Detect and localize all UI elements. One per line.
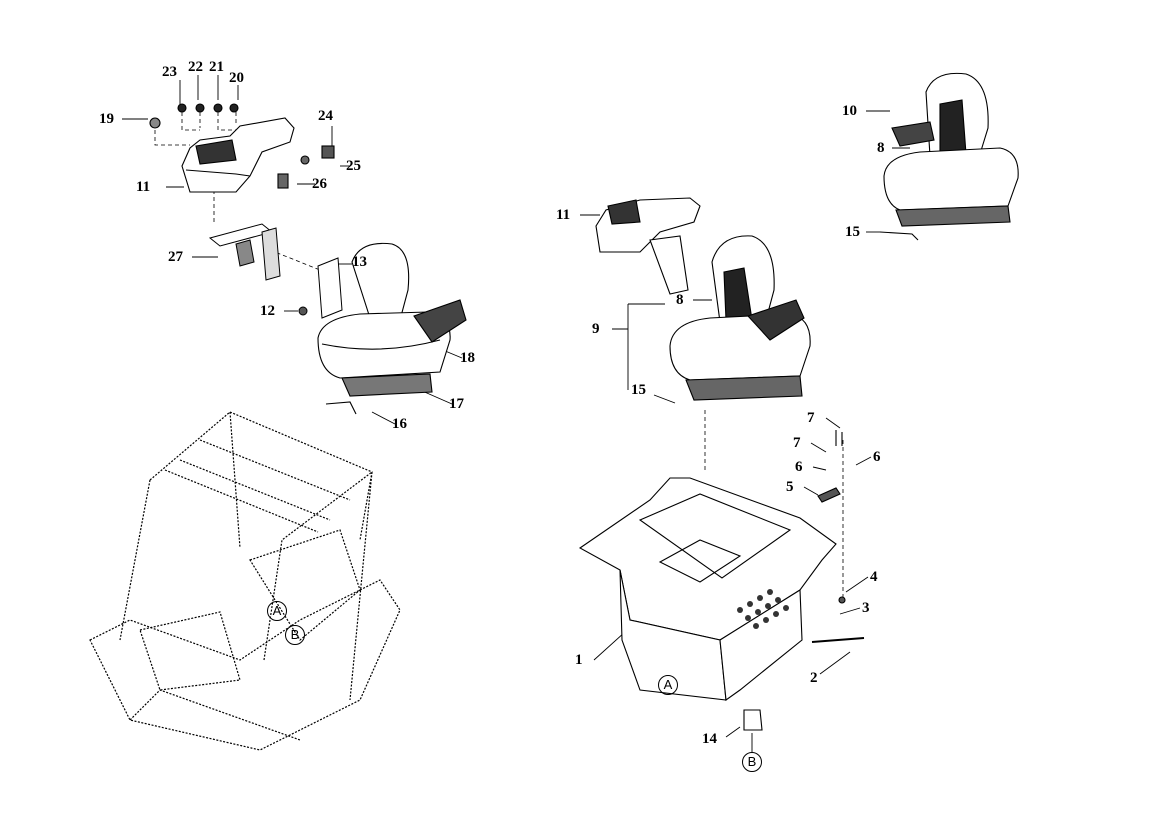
callout-11b: 11 [556, 207, 571, 223]
callout-6: 6 [795, 459, 803, 475]
reference-marker-b-cab: B [285, 625, 305, 645]
callout-2: 2 [810, 670, 818, 686]
callout-26: 26 [312, 176, 327, 192]
callout-20: 20 [229, 70, 244, 86]
callout-9: 9 [592, 321, 600, 337]
callout-22: 22 [188, 59, 203, 75]
callout-23: 23 [162, 64, 177, 80]
callout-6b: 6 [873, 449, 881, 465]
reference-marker-b: B [742, 752, 762, 772]
callout-8: 8 [676, 292, 684, 308]
armrest-console-left [149, 103, 335, 193]
callout-7b: 7 [793, 435, 801, 451]
assembly-dashed-lines [154, 112, 844, 600]
armrest-bracket [208, 223, 343, 319]
callout-3: 3 [862, 600, 870, 616]
reference-marker-a: A [658, 675, 678, 695]
callout-21: 21 [209, 59, 224, 75]
callout-25: 25 [346, 158, 361, 174]
callout-10: 10 [842, 103, 857, 119]
callout-12: 12 [260, 303, 275, 319]
callout-7: 7 [807, 410, 815, 426]
callout-24: 24 [318, 108, 333, 124]
seat-base-platform [578, 430, 865, 731]
callout-27: 27 [168, 249, 183, 265]
callout-15b: 15 [845, 224, 860, 240]
callout-16: 16 [392, 416, 407, 432]
callout-15: 15 [631, 382, 646, 398]
callout-18: 18 [460, 350, 475, 366]
callout-13: 13 [352, 254, 367, 270]
cab-frame [89, 411, 401, 751]
callout-14: 14 [702, 731, 717, 747]
callout-19: 19 [99, 111, 114, 127]
seat-assembly-middle [669, 235, 811, 401]
leader-lines [122, 75, 910, 752]
armrest-console-middle [595, 197, 701, 295]
seat-assembly-top-right [879, 72, 1019, 241]
reference-marker-a-cab: A [267, 601, 287, 621]
callout-4: 4 [870, 569, 878, 585]
callout-5: 5 [786, 479, 794, 495]
callout-11: 11 [136, 179, 151, 195]
callout-1: 1 [575, 652, 583, 668]
callout-8b: 8 [877, 140, 885, 156]
callout-17: 17 [449, 396, 464, 412]
seat-assembly-left [317, 242, 467, 415]
